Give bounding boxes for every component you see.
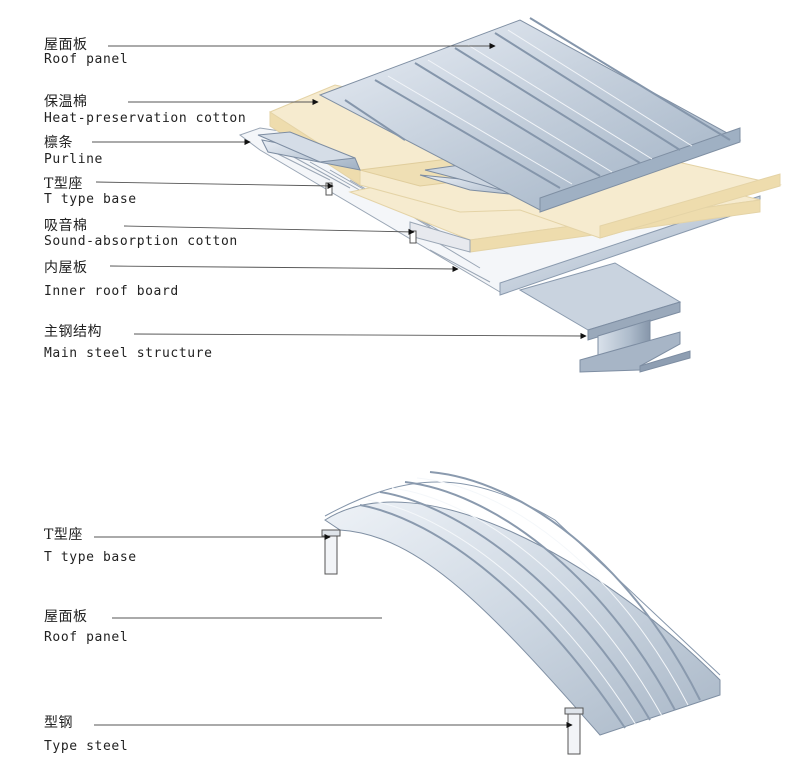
label-bottom-t-base-en: T type base [44, 550, 137, 565]
label-main-steel-zh: 主钢结构 [44, 324, 102, 340]
bottom-curved-roof [321, 471, 721, 755]
label-t-base-en: T type base [44, 192, 137, 207]
curved-roof-panel [324, 501, 721, 736]
label-roof-panel-zh: 屋面板 [44, 37, 88, 53]
bottom-leader-lines [94, 533, 573, 729]
label-type-steel-en: Type steel [44, 739, 129, 754]
label-purline-zh: 檩条 [44, 135, 73, 151]
label-sound-absorption-en: Sound-absorption cotton [44, 234, 238, 249]
label-type-steel-zh: 型钢 [44, 715, 73, 731]
label-insulation-en: Heat-preservation cotton [44, 111, 247, 126]
label-main-steel-en: Main steel structure [44, 346, 213, 361]
label-roof-panel-en: Roof panel [44, 52, 129, 67]
label-inner-roof-board-zh: 内屋板 [44, 260, 88, 276]
t-type-base-support [321, 529, 341, 575]
label-purline-en: Purline [44, 152, 103, 167]
top-leader-lines [92, 42, 587, 340]
label-bottom-t-base-zh: T型座 [44, 527, 83, 543]
type-steel-support [564, 707, 584, 755]
curved-panel-seams [359, 471, 701, 729]
label-bottom-roof-panel-zh: 屋面板 [44, 609, 88, 625]
curved-panel-highlights [367, 477, 689, 726]
label-t-base-zh: T型座 [44, 176, 83, 192]
roof-panel [318, 17, 742, 213]
top-roof-assembly [238, 17, 782, 373]
label-inner-roof-board-en: Inner roof board [44, 284, 179, 299]
roof-panel-highlights [387, 29, 693, 185]
label-sound-absorption-zh: 吸音棉 [44, 218, 88, 234]
label-insulation-zh: 保温棉 [44, 94, 88, 110]
label-bottom-roof-panel-en: Roof panel [44, 630, 129, 645]
main-steel-beam [518, 262, 691, 373]
roof-panel-seams [344, 17, 731, 189]
